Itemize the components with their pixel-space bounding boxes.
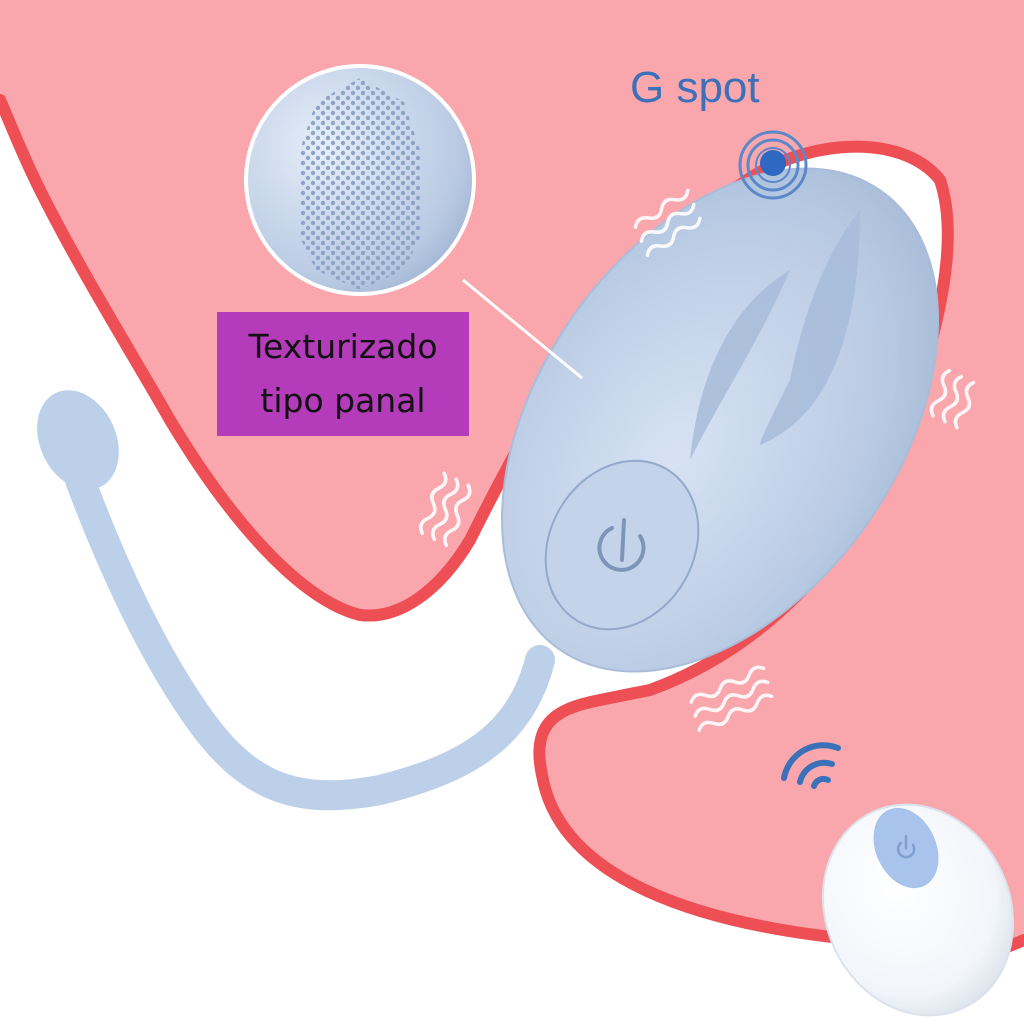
- vibration-wave-icon: [633, 188, 702, 257]
- vibration-wave-icon: [689, 665, 774, 732]
- device-ridge-2: [760, 210, 860, 445]
- device-tail-cord: [65, 465, 555, 811]
- gspot-target-icon: [738, 130, 808, 200]
- callout-leader-line: [462, 278, 583, 380]
- power-icon: [597, 518, 646, 572]
- honeycomb-texture: [300, 78, 420, 290]
- device-tail-tip: [37, 390, 119, 490]
- remote-control[interactable]: [789, 773, 1024, 1024]
- wireless-signal-icon: [781, 742, 841, 789]
- tissue-region: [0, 0, 1024, 950]
- power-icon: [896, 834, 916, 859]
- callout-line-2: tipo panal: [260, 381, 426, 420]
- vibration-wave-icon: [929, 368, 976, 430]
- texture-callout: Texturizado tipo panal: [217, 312, 469, 436]
- gspot-label: G spot: [630, 63, 760, 112]
- device-ridge-1: [690, 270, 790, 460]
- vibration-wave-icon: [419, 471, 472, 548]
- callout-line-1: Texturizado: [248, 327, 438, 366]
